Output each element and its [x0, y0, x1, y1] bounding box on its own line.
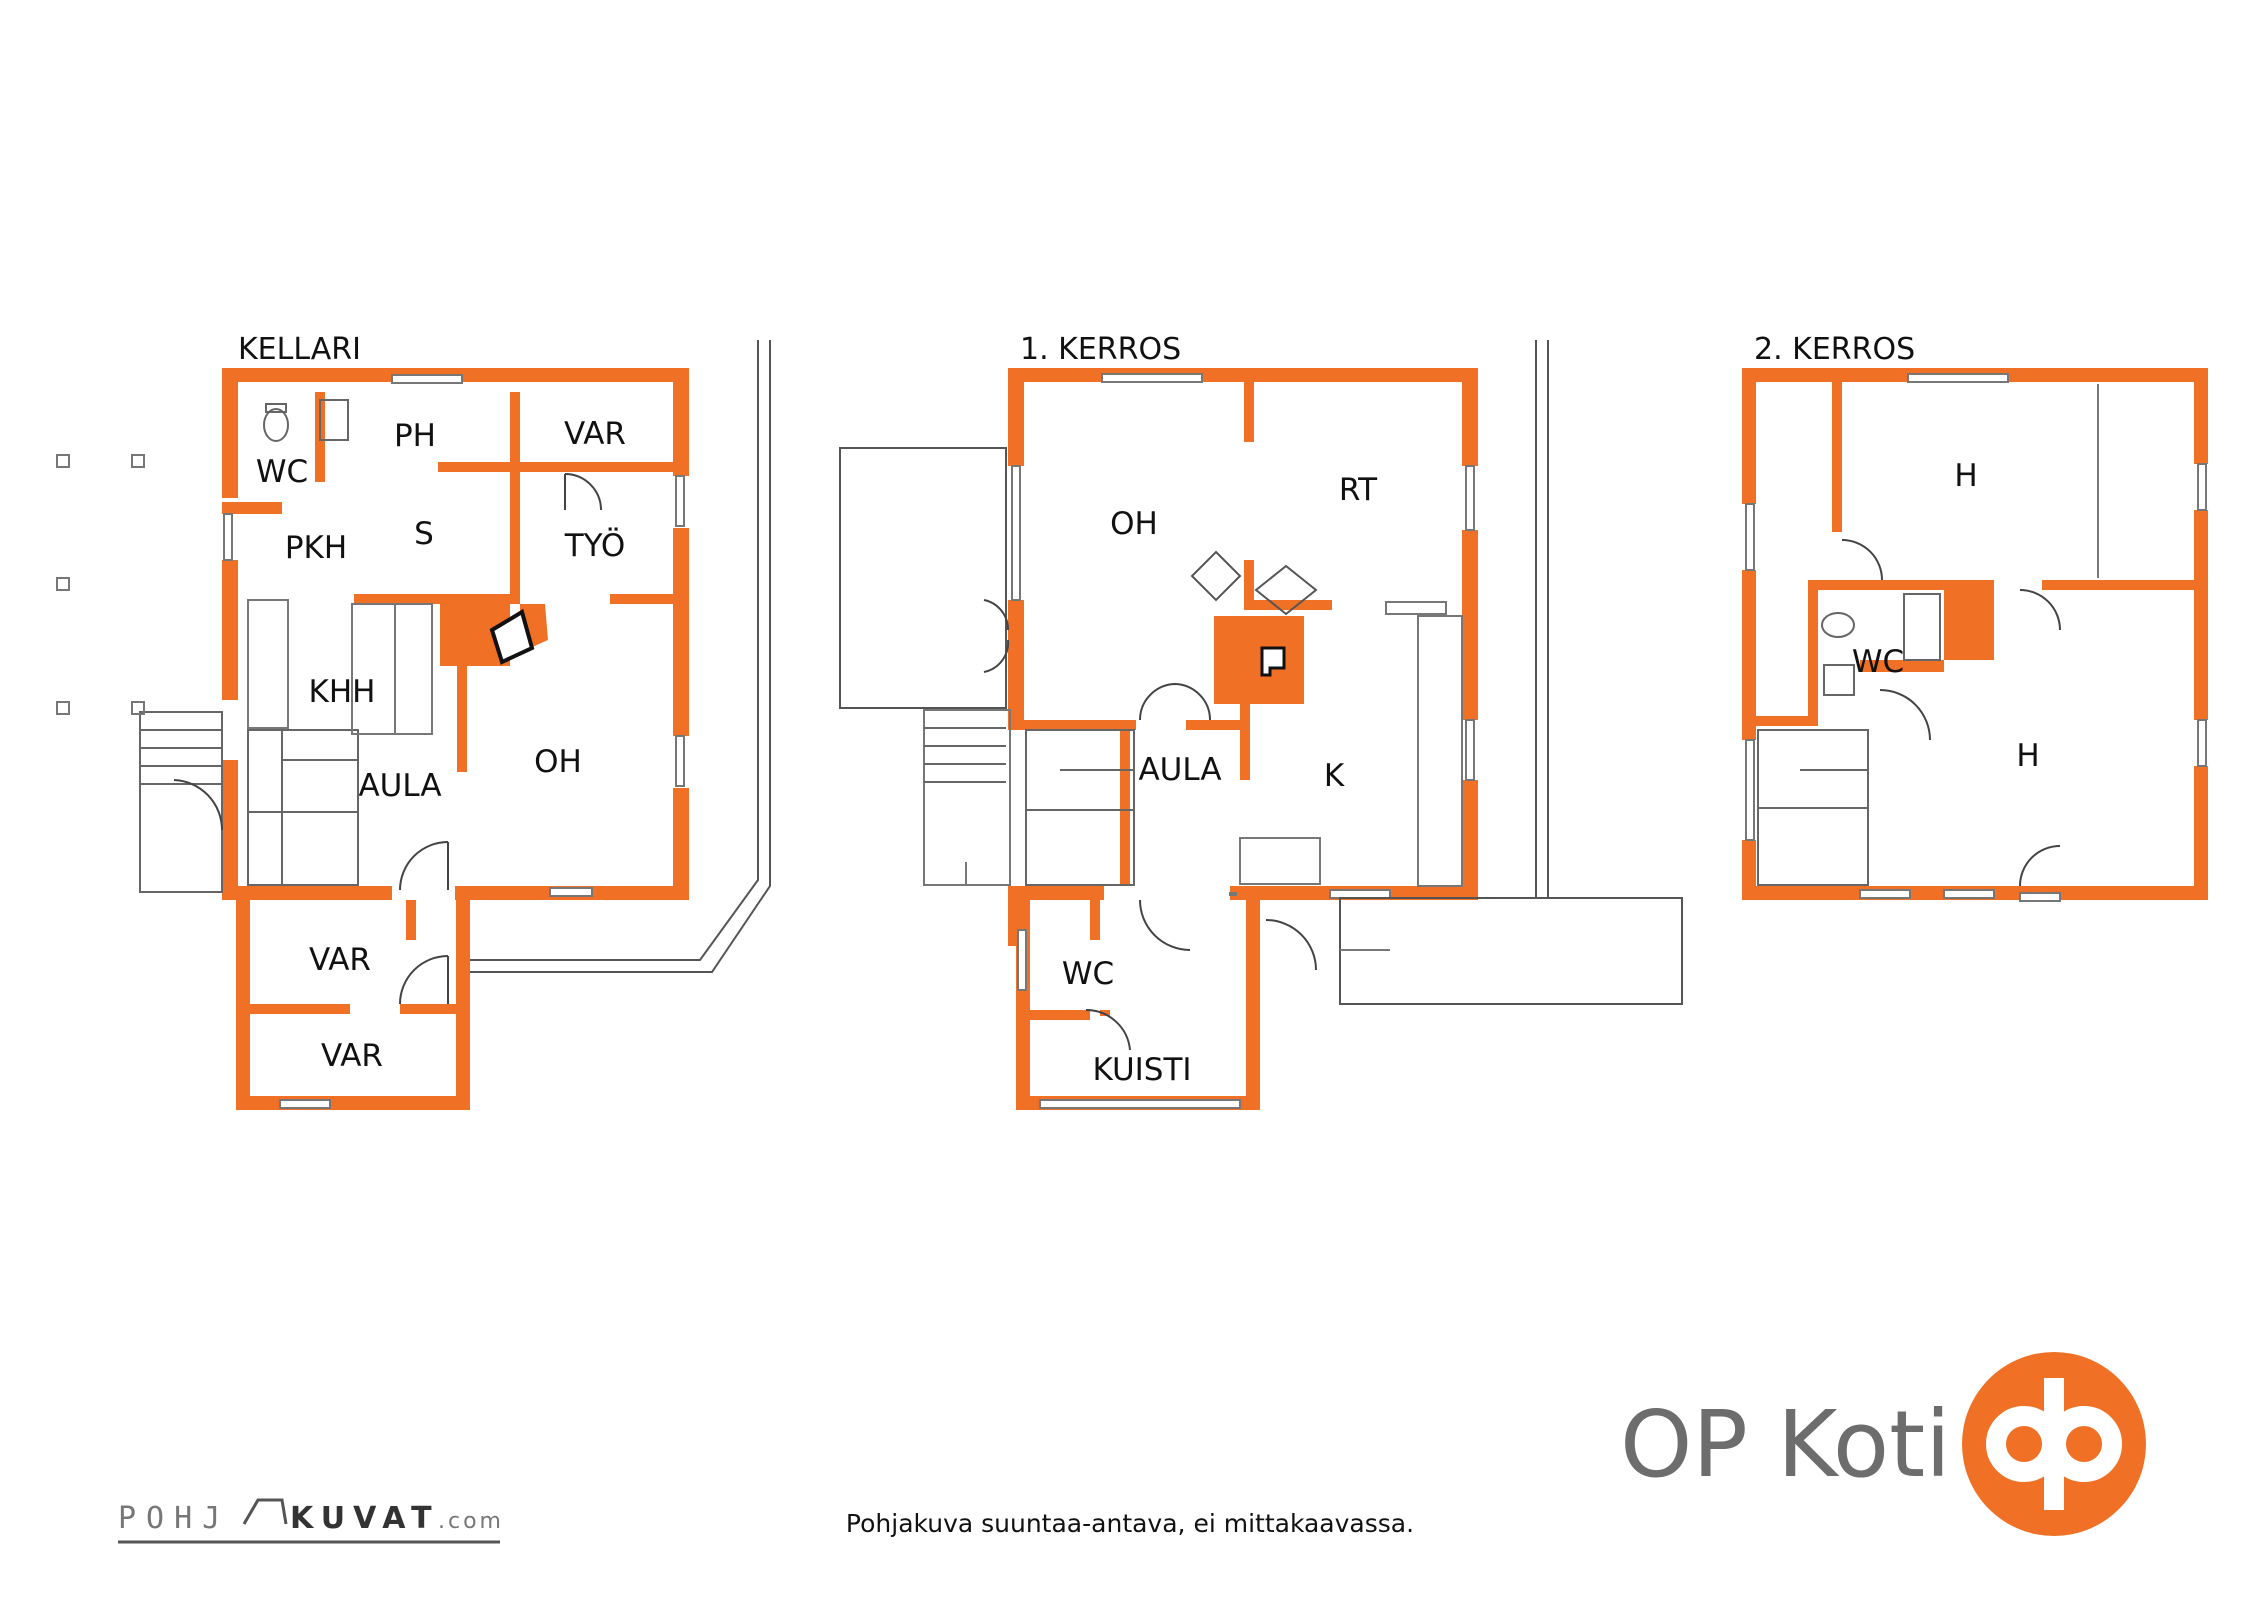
- room-label-tyo: TYÖ: [564, 527, 626, 564]
- room-label-var-2: VAR: [309, 942, 371, 978]
- room-label-khh: KHH: [309, 674, 376, 710]
- room-label-kuisti: KUISTI: [1092, 1052, 1191, 1088]
- room-label-h: H: [1954, 458, 1977, 494]
- room-label-wc: WC: [256, 454, 308, 490]
- pohjakuvat-text-1: POHJ: [118, 1501, 230, 1536]
- room-label-pkh: PKH: [285, 530, 347, 566]
- room-label-oh: OH: [1110, 506, 1158, 542]
- room-label-h-2: H: [2016, 738, 2039, 774]
- room-label-ph: PH: [394, 418, 436, 454]
- floor-plan-2-kerros: 2. KERROS: [1742, 332, 2208, 902]
- room-label-wc: WC: [1062, 956, 1114, 992]
- room-label-oh: OH: [534, 744, 582, 780]
- floor-title-1-kerros: 1. KERROS: [1020, 332, 1181, 367]
- pohjakuvat-text-2: KUVAT: [290, 1501, 440, 1536]
- room-label-wc: WC: [1852, 644, 1904, 680]
- op-logo-icon: [1962, 1352, 2146, 1536]
- pohjakuvat-logo: POHJ KUVAT .com: [118, 1498, 504, 1544]
- room-label-s: S: [414, 516, 434, 552]
- room-label-aula: AULA: [1138, 752, 1221, 788]
- room-label-var: VAR: [564, 416, 626, 452]
- brand-name: OP Koti: [1620, 1391, 1951, 1498]
- room-label-aula: AULA: [358, 768, 441, 804]
- floor-title-2-kerros: 2. KERROS: [1754, 332, 1915, 367]
- floor-title-kellari: KELLARI: [238, 332, 361, 367]
- room-label-var-3: VAR: [321, 1038, 383, 1074]
- room-label-rt: RT: [1339, 472, 1378, 508]
- pohjakuvat-text-3: .com: [438, 1509, 504, 1534]
- disclaimer-note: Pohjakuva suuntaa-antava, ei mittakaavas…: [846, 1509, 1414, 1538]
- room-label-k: K: [1324, 758, 1345, 794]
- floor-plan-kellari: KELLARI: [56, 332, 771, 1110]
- floor-plan-1-kerros: 1. KERROS: [839, 332, 1683, 1110]
